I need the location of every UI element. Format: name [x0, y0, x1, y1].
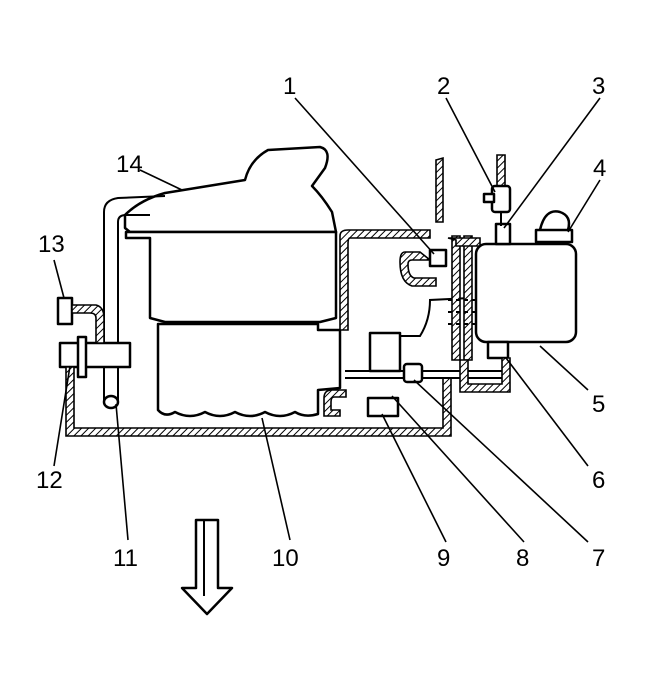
right-vertical-hose: [451, 235, 461, 361]
callout-7: 7: [592, 545, 605, 572]
vent-tube: [103, 195, 166, 400]
canister-port: [494, 222, 512, 246]
right-vertical-hose-2: [463, 235, 473, 361]
canister-bottom-port: [486, 340, 510, 360]
sensor-bracket: [56, 296, 74, 326]
callout-6: 6: [592, 467, 605, 494]
callout-9: 9: [437, 545, 450, 572]
callout-3: 3: [592, 73, 605, 100]
tube-end: [102, 394, 120, 410]
control-solenoid: [402, 362, 424, 384]
front-direction-arrow: [180, 518, 234, 616]
callout-11: 11: [113, 545, 138, 572]
canister-top-hose: [447, 237, 481, 247]
hose-to-valve: [323, 389, 347, 417]
vent-tube-inner: [117, 214, 150, 400]
elbow-fitting: [399, 251, 437, 287]
callout-12: 12: [36, 467, 63, 494]
return-hose: [459, 357, 511, 393]
callout-2: 2: [437, 73, 450, 100]
evap-canister: [474, 242, 578, 344]
purge-valve: [366, 396, 400, 418]
cap-base: [534, 228, 574, 244]
callout-8: 8: [516, 545, 529, 572]
check-valve-left: [58, 341, 132, 369]
engine-oil-pan: [156, 322, 342, 418]
valve-clamp: [76, 335, 88, 379]
callout-1: 1: [283, 73, 296, 100]
actuator-line: [400, 297, 471, 337]
callout-5: 5: [592, 391, 605, 418]
valve-nipple: [482, 192, 496, 204]
callout-13: 13: [38, 231, 65, 258]
air-cleaner-housing: [123, 145, 338, 234]
bracket-hose: [71, 304, 105, 344]
callout-10: 10: [272, 545, 299, 572]
callout-14: 14: [116, 151, 143, 178]
intake-manifold: [124, 230, 338, 324]
vacuum-actuator: [368, 331, 402, 373]
top-left-hose: [435, 156, 444, 223]
hidden-line: [448, 299, 480, 325]
upper-vacuum-hose: [339, 229, 431, 331]
callout-leaders: [53, 97, 601, 543]
callout-4: 4: [593, 155, 606, 182]
